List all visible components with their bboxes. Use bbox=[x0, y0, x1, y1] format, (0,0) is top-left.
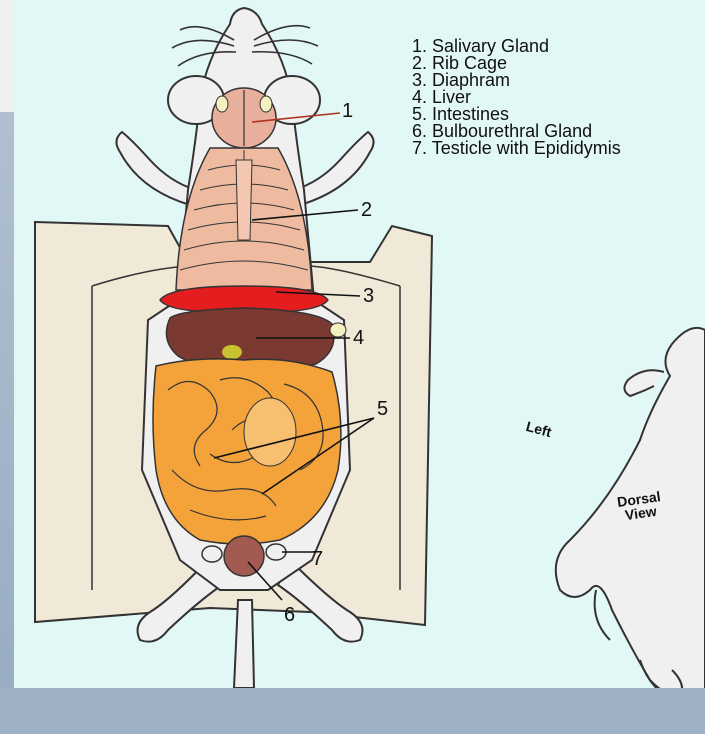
callout-4: 4 bbox=[353, 327, 364, 350]
front-right-leg bbox=[294, 132, 374, 205]
callout-2: 2 bbox=[361, 199, 372, 222]
bottom-band bbox=[0, 688, 705, 734]
callout-3: 3 bbox=[363, 285, 374, 308]
callout-7: 7 bbox=[312, 548, 323, 571]
organ-legend: 1. Salivary Gland 2. Rib Cage 3. Diaphra… bbox=[412, 38, 621, 157]
callout-6: 6 bbox=[284, 604, 295, 627]
left-testicle bbox=[202, 546, 222, 562]
tail bbox=[234, 600, 254, 688]
legend-item-testicle: 7. Testicle with Epididymis bbox=[412, 140, 621, 157]
callout-1: 1 bbox=[342, 100, 353, 123]
front-left-leg bbox=[116, 132, 196, 205]
intestines bbox=[153, 359, 341, 544]
bulbourethral-gland bbox=[224, 536, 264, 576]
callout-5: 5 bbox=[377, 398, 388, 421]
dorsal-view-label: Dorsal View bbox=[616, 489, 663, 523]
